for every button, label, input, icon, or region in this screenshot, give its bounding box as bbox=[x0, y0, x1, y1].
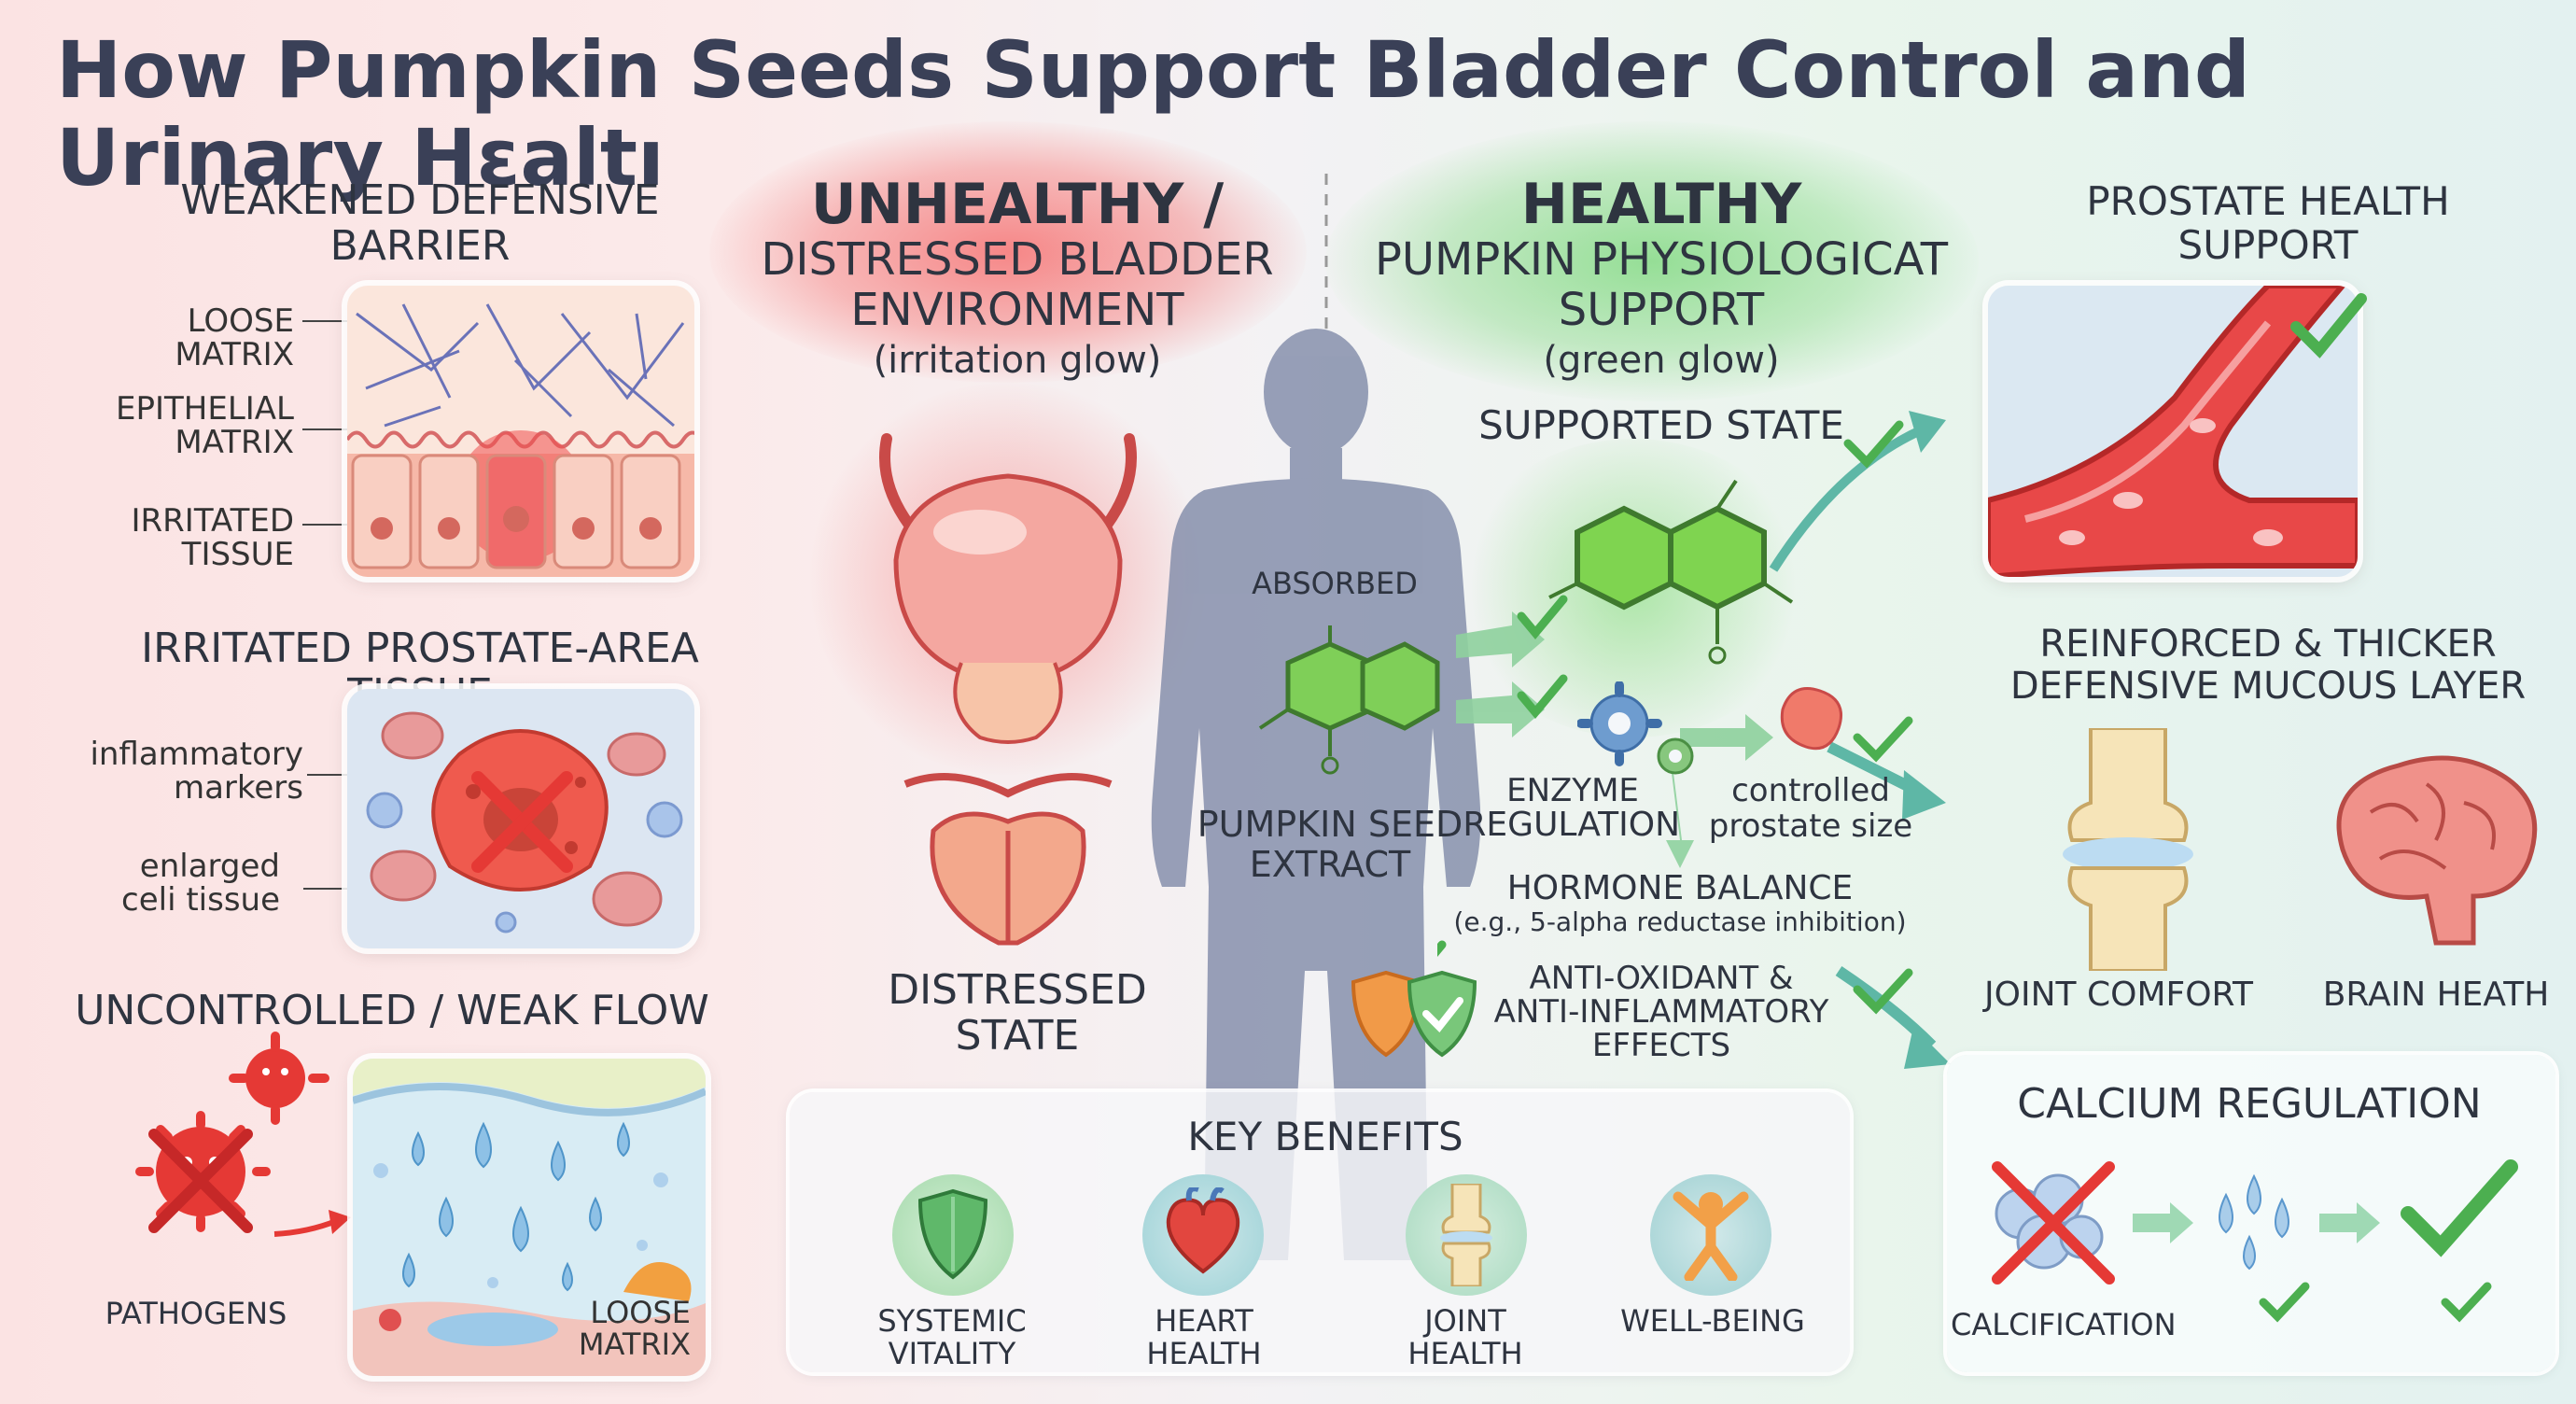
loose-matrix-flow-illustration bbox=[353, 1059, 706, 1376]
knee-joint-icon bbox=[2063, 728, 2193, 971]
brain-icon bbox=[2336, 755, 2538, 946]
joint-comfort-label: JOINT COMFORT bbox=[1984, 976, 2253, 1014]
bladder-illustration bbox=[879, 433, 1137, 744]
prostate-health-panel bbox=[1988, 286, 2358, 577]
prostate-size-icon bbox=[1780, 687, 1842, 751]
person-joy-icon bbox=[1673, 1191, 1749, 1281]
absorbed-label: ABSORBED bbox=[1252, 566, 1418, 601]
unhealthy-title: UNHEALTHY / bbox=[810, 172, 1225, 237]
weak-flow-heading: UNCONTROLLED / WEAK FLOW bbox=[75, 987, 709, 1034]
extract-molecule-icon bbox=[1258, 625, 1440, 775]
shield-icon bbox=[917, 1188, 988, 1280]
benefit-well-being: WELL-BEING bbox=[1620, 1303, 1805, 1339]
regulation-label: REGULATION bbox=[1463, 806, 1680, 844]
green-glow-label: (green glow) bbox=[1543, 339, 1780, 382]
pathogen-icon bbox=[135, 1032, 329, 1233]
irritation-glow-label: (irritation glow) bbox=[873, 339, 1162, 382]
calcium-regulation-title: CALCIUM REGULATION bbox=[2017, 1080, 2482, 1128]
divider-line bbox=[1324, 174, 1328, 332]
barrier-tissue-panel bbox=[347, 286, 694, 577]
green-glow bbox=[1325, 121, 1979, 401]
prostate-check-icon bbox=[2290, 293, 2367, 358]
key-benefits-title: KEY BENEFITS bbox=[1187, 1114, 1463, 1159]
enzyme-label: ENZYME bbox=[1506, 772, 1639, 809]
supported-state-label: SUPPORTED STATE bbox=[1478, 402, 1844, 448]
joint-icon bbox=[1440, 1184, 1492, 1286]
pathogen-arrow-icon bbox=[273, 1210, 351, 1237]
healthy-title: HEALTHY bbox=[1520, 172, 1802, 237]
page-title: How Pumpkin Seeds Support Bladder Contro… bbox=[56, 24, 2250, 204]
prostate-illustration bbox=[903, 773, 1113, 946]
hormone-balance-label: HORMONE BALANCE bbox=[1506, 869, 1854, 907]
brain-health-label: BRAIN HEATH bbox=[2322, 976, 2550, 1014]
loose-matrix-illustration bbox=[347, 303, 694, 577]
gear-icon bbox=[1577, 681, 1694, 775]
calcification-flow-icons bbox=[1992, 1159, 2518, 1323]
weak-flow-panel bbox=[353, 1059, 706, 1376]
blood-vessel-illustration bbox=[1988, 286, 2358, 577]
leader-lines-barrier bbox=[302, 320, 353, 526]
shield-icons bbox=[1351, 970, 1477, 1058]
enlarged-cell-illustration bbox=[366, 711, 683, 934]
hormone-balance-note: (e.g., 5-alpha reductase inhibition) bbox=[1453, 906, 1907, 937]
pathway-arrows bbox=[1437, 411, 1951, 1069]
label-pathogens: PATHOGENS bbox=[105, 1296, 287, 1331]
calcification-label: CALCIFICATION bbox=[1951, 1307, 2177, 1342]
healthy-molecule-icon bbox=[1548, 479, 1794, 665]
irritation-glow bbox=[709, 121, 1307, 383]
prostate-tissue-panel bbox=[347, 689, 694, 948]
heart-icon bbox=[1166, 1187, 1240, 1274]
